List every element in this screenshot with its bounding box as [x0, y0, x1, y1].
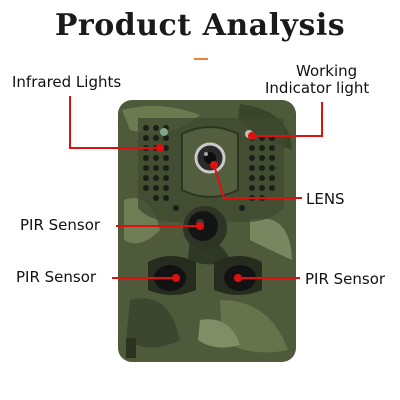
- label-pir-sensor-right: PIR Sensor: [305, 270, 386, 288]
- leader-working: [252, 102, 323, 137]
- label-working: Working: [296, 62, 358, 80]
- title-underline: [194, 58, 208, 60]
- label-pir-sensor-center: PIR Sensor: [20, 216, 101, 234]
- label-lens: LENS: [306, 190, 345, 208]
- lens-housing: [181, 126, 239, 198]
- label-infrared-lights: Infrared Lights: [12, 73, 122, 91]
- label-indicator-light: Indicator light: [265, 79, 370, 97]
- label-pir-sensor-left: PIR Sensor: [16, 268, 97, 286]
- leader-infrared: [69, 96, 160, 149]
- pir-sensor-center: [183, 206, 227, 250]
- page-title: Product Analysis: [54, 8, 346, 43]
- leader-lens: [213, 164, 302, 199]
- pir-sensor-left: [148, 256, 196, 295]
- light-sensor-icon: [160, 128, 168, 136]
- leader-lines: [69, 96, 323, 279]
- leader-dots: [156, 132, 256, 282]
